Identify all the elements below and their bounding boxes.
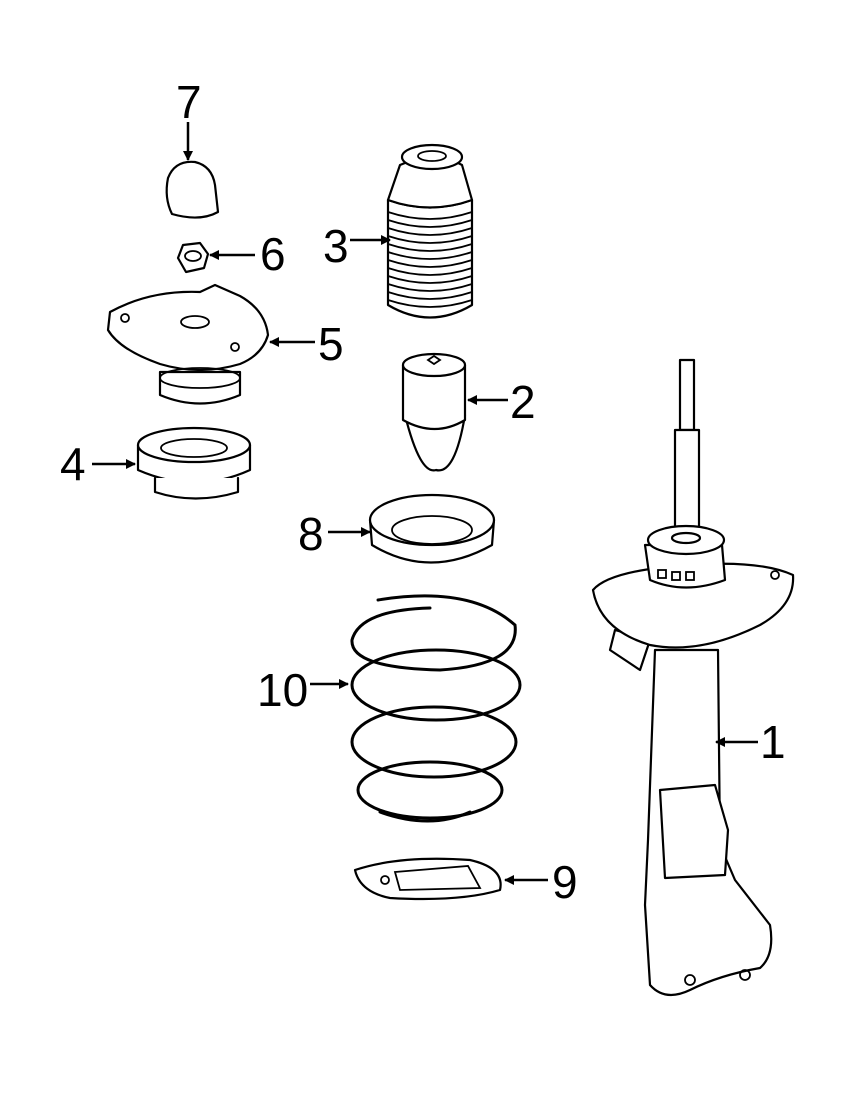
callout-number: 9: [552, 856, 578, 908]
boot-rib: [387, 227, 473, 236]
callout-6: 6: [209, 228, 286, 280]
part-9-lower-spring-seat: [353, 857, 502, 901]
callout-number: 7: [176, 76, 202, 128]
callout-10: 10: [257, 664, 349, 716]
callout-number: 5: [318, 318, 344, 370]
boot-rib: [387, 299, 473, 308]
part-6-nut: [176, 241, 210, 274]
callout-number: 6: [260, 228, 286, 280]
boot-rib: [387, 267, 473, 276]
boot-rib: [387, 211, 473, 220]
boot-rib: [387, 275, 473, 284]
boot-rib: [387, 291, 473, 300]
boot-rib: [387, 283, 473, 292]
part-3-dust-boot: [386, 143, 474, 319]
part-8-upper-spring-seat: [368, 493, 496, 564]
callout-number: 3: [323, 220, 349, 272]
boot-rib: [387, 251, 473, 260]
part-4-bearing: [136, 426, 252, 500]
part-2-bump-stop: [401, 352, 467, 472]
callout-8: 8: [298, 508, 371, 560]
callout-2: 2: [467, 376, 536, 428]
callout-9: 9: [504, 856, 578, 908]
callout-4: 4: [60, 438, 136, 490]
callout-7: 7: [176, 76, 202, 161]
callout-5: 5: [269, 318, 344, 370]
callout-number: 10: [257, 664, 308, 716]
callout-1: 1: [715, 716, 786, 768]
callout-number: 2: [510, 376, 536, 428]
part-1-strut: [591, 358, 795, 997]
boot-rib: [387, 243, 473, 252]
boot-rib: [387, 235, 473, 244]
part-7-cap: [165, 160, 220, 219]
boot-rib: [387, 259, 473, 268]
callout-number: 4: [60, 438, 86, 490]
callout-number: 8: [298, 508, 324, 560]
callout-3: 3: [323, 220, 391, 272]
part-10-coil-spring: [350, 594, 522, 823]
boot-rib: [387, 219, 473, 228]
callout-number: 1: [760, 716, 786, 768]
part-5-strut-mount: [106, 283, 270, 405]
